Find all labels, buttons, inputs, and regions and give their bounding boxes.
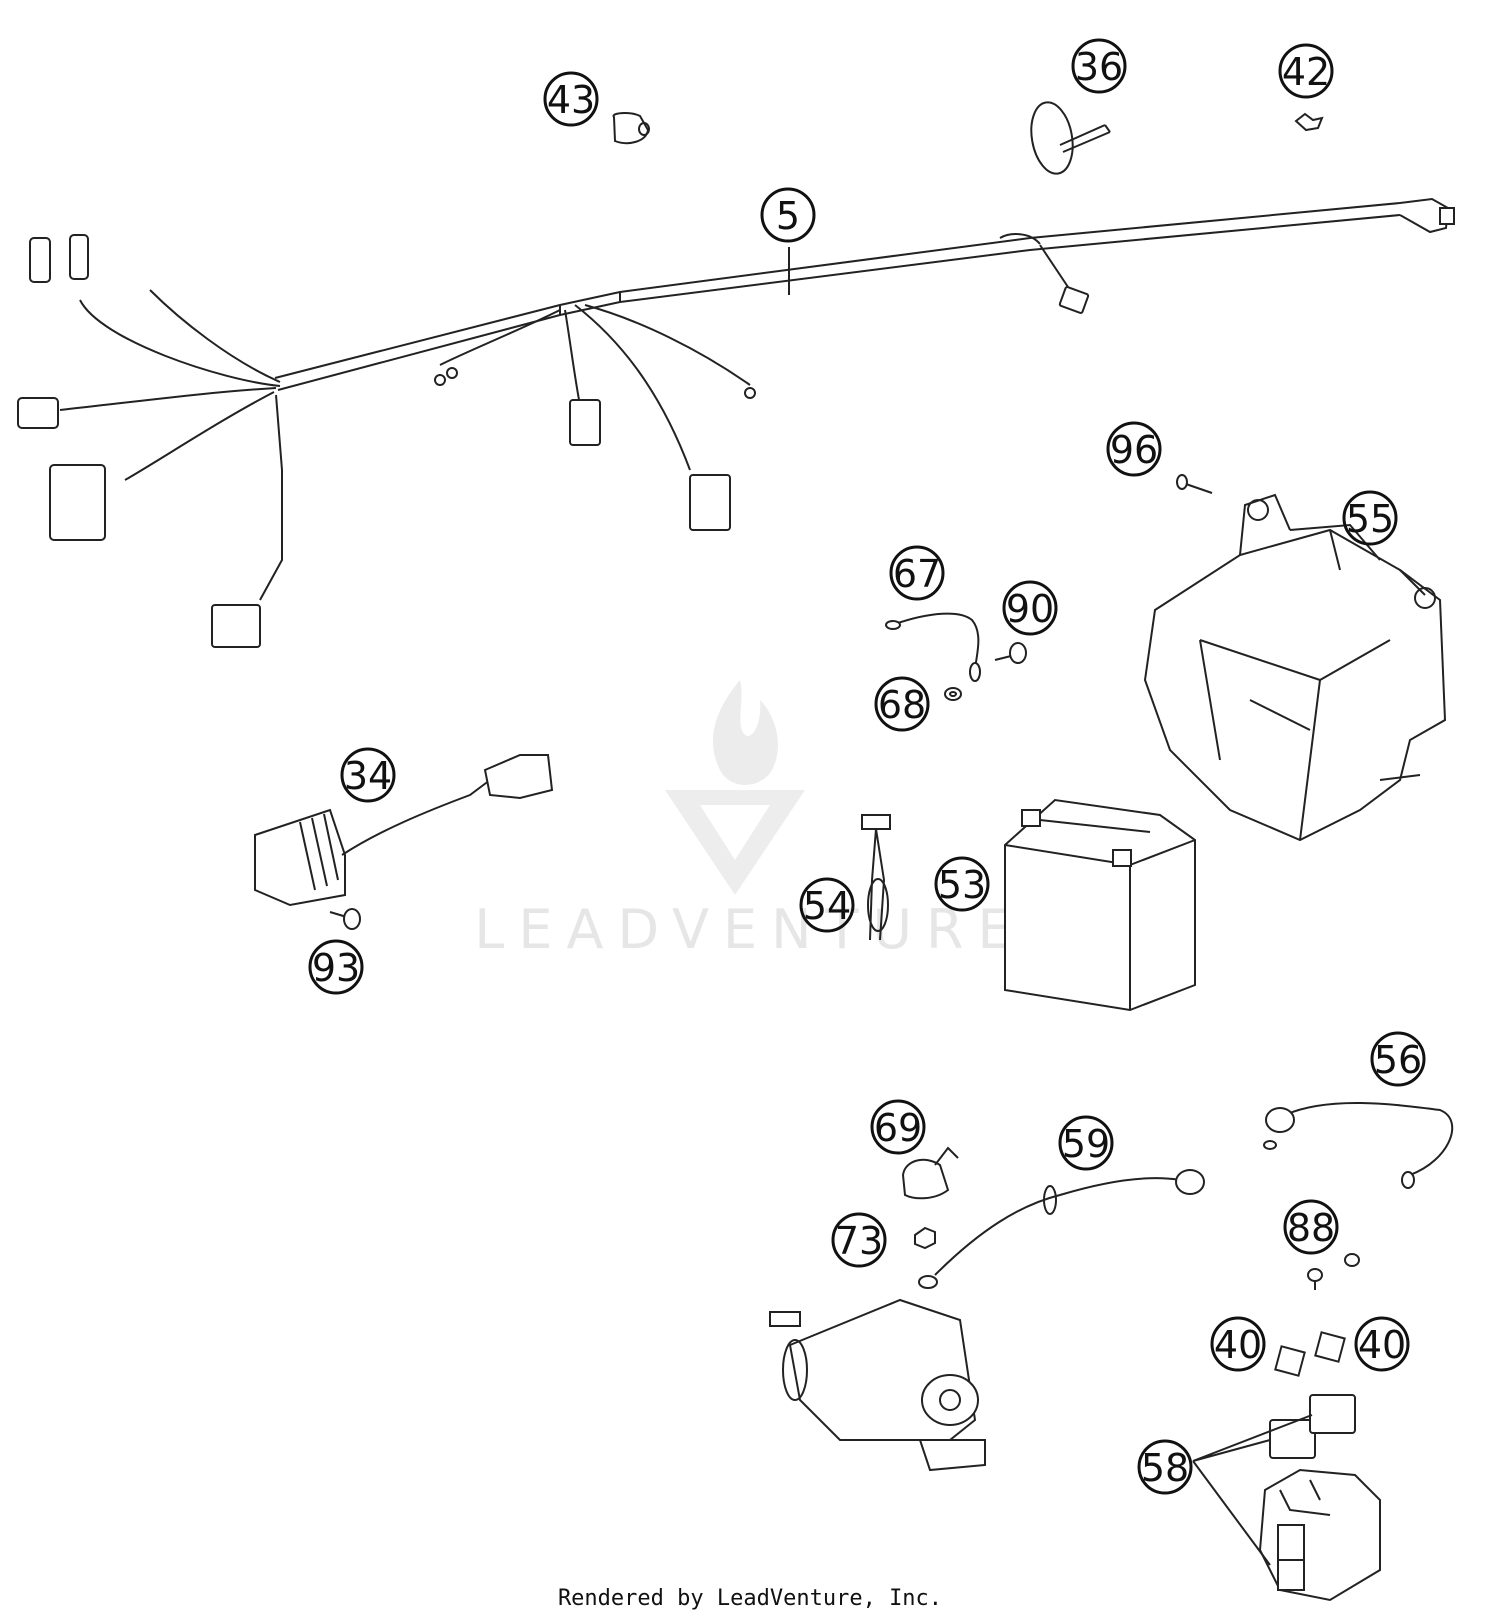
svg-text:67: 67 bbox=[893, 552, 941, 596]
part-68-washer[interactable] bbox=[944, 687, 962, 701]
rendered-by-footer: Rendered by LeadVenture, Inc. bbox=[557, 1586, 943, 1611]
callout-69: 69 bbox=[870, 1099, 926, 1155]
part-54-battery-strap[interactable] bbox=[861, 814, 891, 941]
callout-40-right: 40 bbox=[1354, 1316, 1410, 1372]
callout-43: 43 bbox=[543, 71, 599, 127]
callout-55: 55 bbox=[1342, 490, 1398, 546]
starter-motor[interactable] bbox=[769, 1298, 986, 1472]
svg-text:5: 5 bbox=[776, 194, 800, 238]
watermark-v-logo bbox=[665, 790, 805, 895]
callout-40-left: 40 bbox=[1210, 1316, 1266, 1372]
svg-text:34: 34 bbox=[344, 754, 392, 798]
callout-42: 42 bbox=[1278, 43, 1334, 99]
part-67-ground-cable[interactable] bbox=[885, 612, 981, 682]
watermark: LEADVENTURE bbox=[474, 680, 1025, 961]
part-58-starter-relay[interactable] bbox=[1192, 1394, 1381, 1602]
svg-text:55: 55 bbox=[1346, 497, 1394, 541]
svg-text:90: 90 bbox=[1006, 587, 1054, 631]
callout-73: 73 bbox=[831, 1212, 887, 1268]
part-5-main-wiring-harness[interactable] bbox=[17, 197, 1455, 648]
svg-text:36: 36 bbox=[1075, 45, 1123, 89]
part-36-cable-tie[interactable] bbox=[1026, 99, 1111, 177]
callout-93: 93 bbox=[308, 939, 364, 995]
svg-text:53: 53 bbox=[938, 863, 986, 907]
svg-text:40: 40 bbox=[1358, 1323, 1406, 1367]
svg-text:73: 73 bbox=[835, 1219, 883, 1263]
part-40-fuse-left[interactable] bbox=[1274, 1345, 1306, 1377]
callout-88: 88 bbox=[1283, 1199, 1339, 1255]
part-43-grommet[interactable] bbox=[612, 112, 650, 145]
callout-90: 90 bbox=[1002, 580, 1058, 636]
callout-5: 5 bbox=[760, 187, 816, 243]
callout-34: 34 bbox=[340, 747, 396, 803]
callout-58: 58 bbox=[1137, 1439, 1193, 1495]
callout-68: 68 bbox=[874, 676, 930, 732]
svg-text:54: 54 bbox=[803, 884, 851, 928]
svg-text:56: 56 bbox=[1374, 1038, 1422, 1082]
svg-text:68: 68 bbox=[878, 683, 926, 727]
part-56-battery-cable[interactable] bbox=[1263, 1102, 1454, 1189]
svg-text:59: 59 bbox=[1062, 1122, 1110, 1166]
part-69-protection-cap[interactable] bbox=[901, 1146, 959, 1200]
svg-text:88: 88 bbox=[1287, 1206, 1335, 1250]
watermark-flame-icon bbox=[712, 680, 779, 785]
part-40-fuse-right[interactable] bbox=[1314, 1331, 1346, 1363]
watermark-text: LEADVENTURE bbox=[474, 898, 1025, 961]
svg-text:58: 58 bbox=[1141, 1446, 1189, 1490]
part-93-screw[interactable] bbox=[329, 908, 361, 930]
svg-text:40: 40 bbox=[1214, 1323, 1262, 1367]
part-55-battery-holder[interactable] bbox=[1143, 493, 1447, 842]
part-53-battery[interactable] bbox=[1004, 798, 1196, 1012]
callout-96: 96 bbox=[1106, 421, 1162, 477]
part-88-screws[interactable] bbox=[1307, 1253, 1360, 1290]
svg-text:93: 93 bbox=[312, 946, 360, 990]
svg-text:96: 96 bbox=[1110, 428, 1158, 472]
part-90-bolt[interactable] bbox=[994, 642, 1027, 664]
callout-36: 36 bbox=[1071, 38, 1127, 94]
part-42-clip[interactable] bbox=[1294, 112, 1324, 132]
callout-56: 56 bbox=[1370, 1031, 1426, 1087]
part-34-voltage-regulator[interactable] bbox=[254, 754, 554, 907]
part-73-nut[interactable] bbox=[914, 1226, 936, 1250]
part-59-starter-cable[interactable] bbox=[918, 1169, 1205, 1289]
svg-text:69: 69 bbox=[874, 1106, 922, 1150]
svg-text:43: 43 bbox=[547, 78, 595, 122]
callout-54: 54 bbox=[799, 877, 855, 933]
callout-59: 59 bbox=[1058, 1115, 1114, 1171]
callout-67: 67 bbox=[889, 545, 945, 601]
part-96-screw[interactable] bbox=[1176, 474, 1213, 494]
callout-53: 53 bbox=[934, 856, 990, 912]
svg-text:42: 42 bbox=[1282, 50, 1330, 94]
